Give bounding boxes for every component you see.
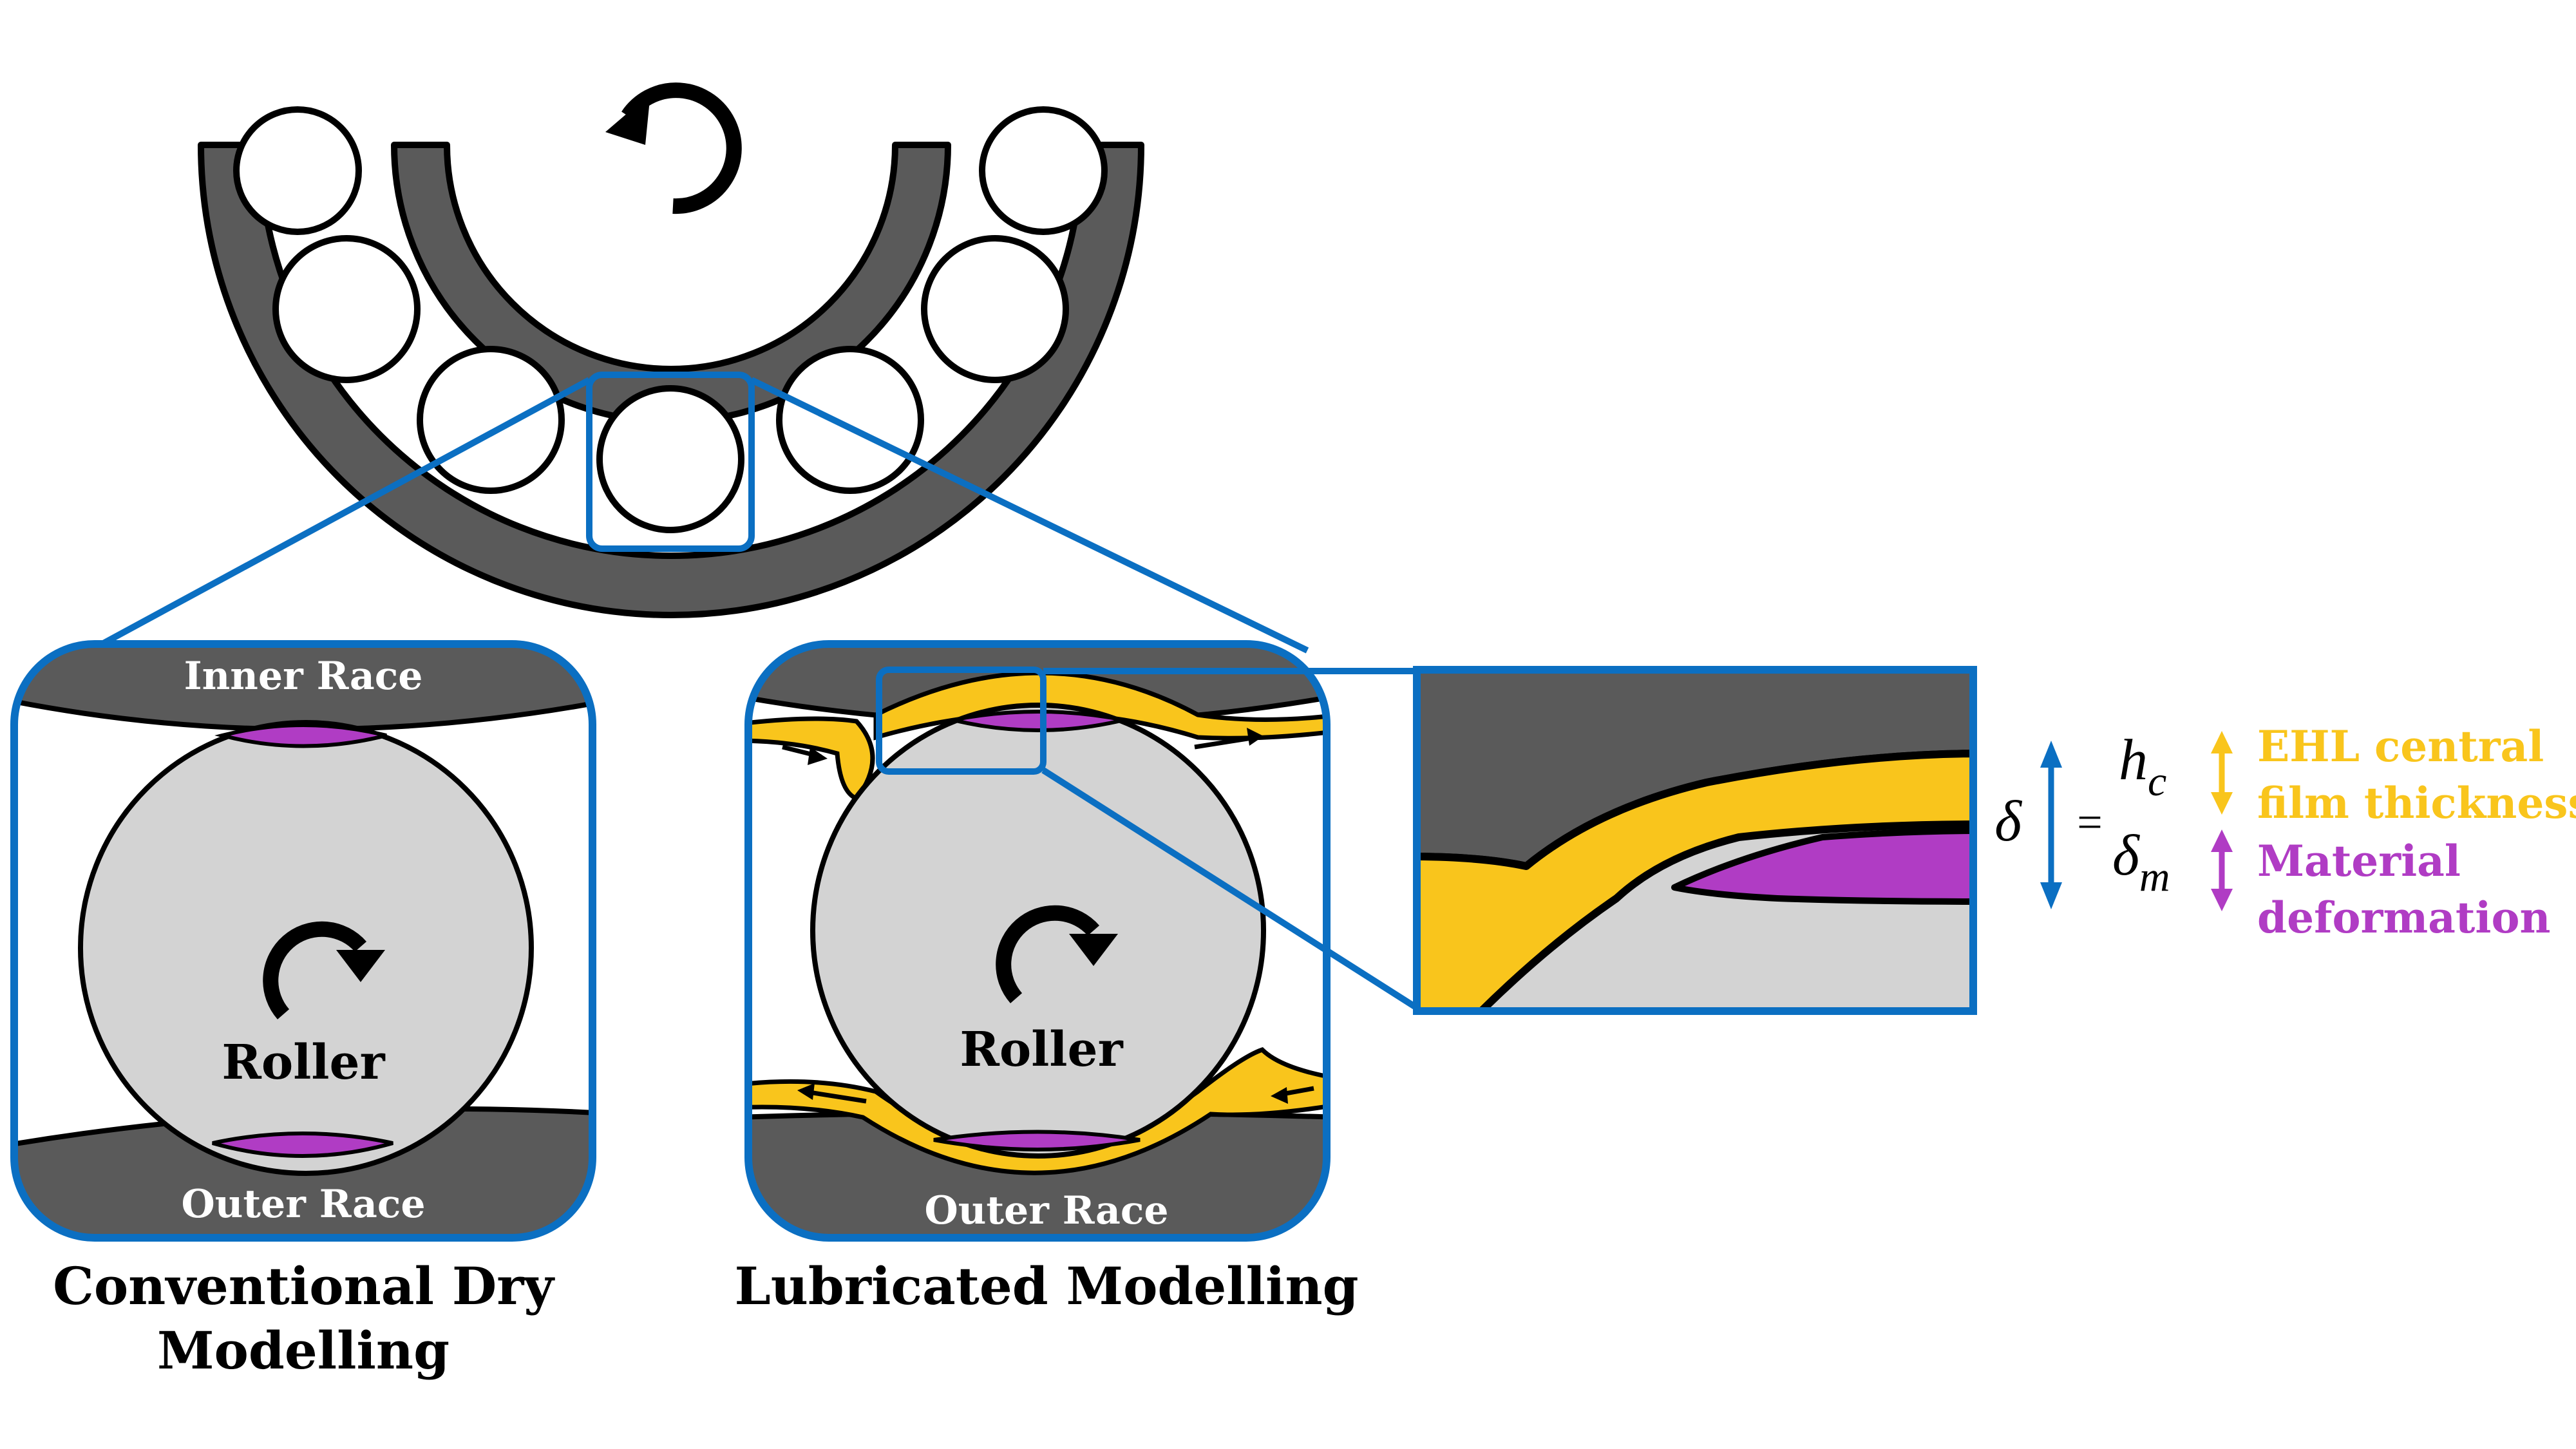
- bearing-overview: [198, 82, 1144, 618]
- flow-arrow-icon: [1271, 1086, 1314, 1104]
- lubricated-panel-frame: [744, 640, 1331, 1242]
- roller-rotation-icon: [263, 921, 385, 1019]
- bearing-roller: [921, 235, 1069, 383]
- outer-race-label-lub: Outer Race: [924, 1188, 1168, 1233]
- hc-symbol: hc: [2119, 728, 2166, 805]
- bearing-roller: [776, 346, 924, 494]
- bearing-roller: [979, 106, 1108, 235]
- roller-label-dry: Roller: [222, 1035, 385, 1090]
- film-detail-panel: [1413, 666, 1977, 1015]
- detail-lubricant-film: [1417, 750, 1973, 1011]
- equals-sign: =: [2077, 798, 2102, 848]
- caption-dry-line2: Modelling: [157, 1320, 450, 1381]
- detail-frame: [1413, 666, 1977, 1015]
- detail-deformation-zone: [1671, 828, 1973, 905]
- deformation-zone-bottom: [212, 1132, 393, 1158]
- flow-arrow-icon: [782, 744, 828, 765]
- zoom-callout-detail: [1041, 668, 1419, 1011]
- outer-race-label-dry: Outer Race: [181, 1182, 425, 1227]
- inner-race-label: Inner Race: [184, 654, 423, 699]
- bearing-roller: [417, 346, 565, 494]
- legend-ehl-line2: film thickness: [2257, 778, 2576, 828]
- delta-m-symbol: δm: [2112, 824, 2170, 900]
- roller-label-lub: Roller: [960, 1022, 1123, 1077]
- legend-ehl-line1: EHL central: [2257, 721, 2544, 772]
- flow-arrow-icon: [1194, 728, 1264, 750]
- thickness-equation: δ = hc δm EHL central film thickness Mat…: [1994, 721, 2576, 943]
- bearing-roller: [596, 385, 744, 533]
- outer-race-ring: [198, 142, 1144, 618]
- deformation-zone-top: [214, 723, 387, 748]
- roller-lub: [810, 703, 1266, 1159]
- delta-symbol: δ: [1994, 790, 2023, 853]
- bearing-roller: [233, 106, 362, 235]
- rotation-arrow-icon: [605, 82, 742, 214]
- total-deflection-arrow-icon: [2040, 741, 2062, 909]
- deformation-zone-bottom-lub: [933, 1130, 1141, 1151]
- film-thickness-arrow-icon: [2211, 731, 2233, 815]
- flow-arrow-icon: [797, 1083, 867, 1104]
- deformation-zone-top-lub: [952, 710, 1124, 732]
- dry-model-panel: Inner Race Roller Outer Race: [10, 640, 596, 1242]
- dry-panel-frame: [10, 640, 596, 1242]
- magnifier-box: [586, 372, 755, 552]
- caption-lubricated: Lubricated Modelling: [734, 1256, 1358, 1316]
- legend-material-line1: Material: [2257, 836, 2461, 886]
- bearing-roller: [272, 235, 421, 383]
- deformation-arrow-icon: [2211, 829, 2233, 911]
- film-magnifier-box: [876, 667, 1046, 775]
- caption-dry-line1: Conventional Dry: [53, 1256, 555, 1316]
- lubricated-model-panel: Roller Outer Race: [744, 640, 1331, 1242]
- roller-rotation-icon-lub: [996, 905, 1118, 1003]
- legend-material-line2: deformation: [2257, 893, 2551, 943]
- roller: [78, 720, 534, 1176]
- zoom-callout-overview: [88, 372, 1309, 654]
